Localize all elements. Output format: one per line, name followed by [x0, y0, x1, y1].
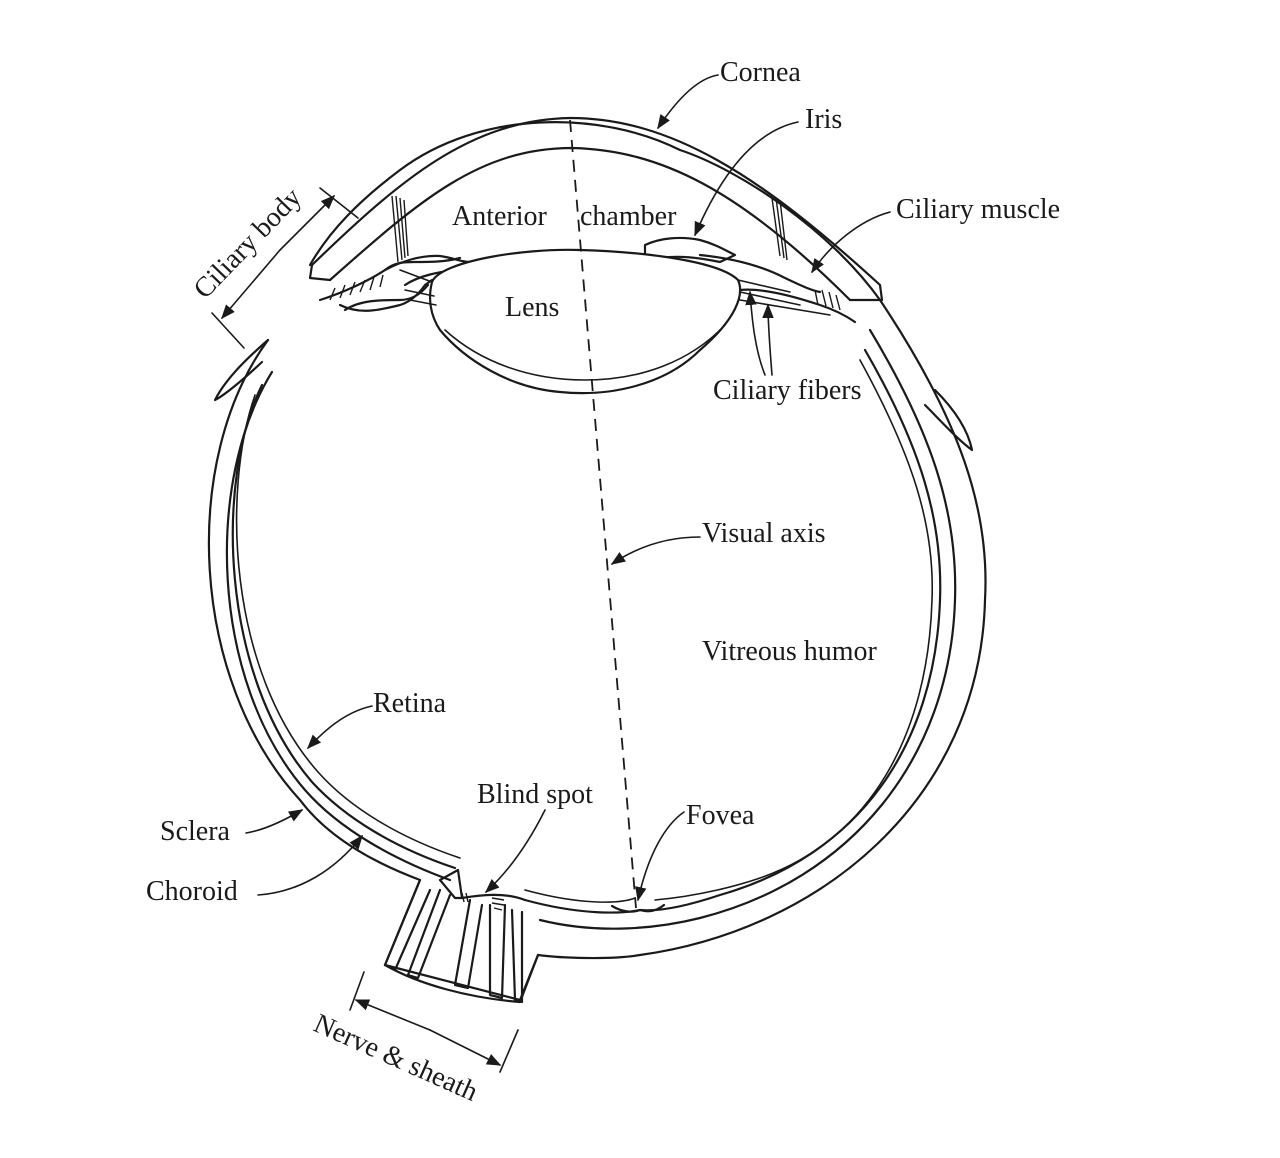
- ciliary-body-right: [698, 253, 857, 324]
- limbus-left: [308, 263, 332, 282]
- label-chamber: chamber: [580, 201, 677, 232]
- ciliary-body-dimension: [211, 187, 359, 349]
- visual-axis-line: [569, 119, 637, 909]
- iris-leader: [694, 121, 799, 237]
- label-retina: Retina: [373, 688, 447, 719]
- lens: [429, 248, 742, 395]
- retina-leader: [307, 705, 373, 750]
- label-vitreous-humor: Vitreous humor: [702, 636, 878, 667]
- visual-axis-leader: [610, 536, 701, 565]
- cornea-leader: [657, 74, 719, 130]
- iris-left: [383, 254, 472, 287]
- optic-nerve: [383, 868, 540, 1004]
- label-cornea: Cornea: [720, 57, 801, 88]
- cornea-outer: [310, 116, 884, 302]
- choroid-leader: [257, 834, 363, 896]
- label-anterior: Anterior: [452, 201, 548, 232]
- retina-inner-line: [235, 359, 934, 903]
- conjunctiva-right: [923, 388, 974, 452]
- sclera-leader: [245, 809, 304, 834]
- iris-right: [643, 236, 737, 264]
- label-fovea: Fovea: [686, 800, 755, 831]
- label-sclera: Sclera: [160, 816, 231, 847]
- fovea-pit: [610, 903, 666, 913]
- label-ciliary-body: Ciliary body: [188, 182, 308, 305]
- ciliary-process-left: [338, 278, 434, 312]
- label-lens: Lens: [505, 292, 559, 323]
- conjunctiva-left: [213, 338, 270, 402]
- retina-line: [231, 348, 942, 914]
- label-iris: Iris: [805, 104, 842, 135]
- label-choroid: Choroid: [146, 876, 238, 907]
- ciliary-muscle-leader: [811, 211, 891, 274]
- ciliary-hatch-left: [329, 195, 409, 301]
- ciliary-fibers-left: [399, 269, 437, 306]
- label-visual-axis: Visual axis: [702, 518, 826, 549]
- ciliary-hatch-right: [771, 197, 841, 311]
- label-ciliary-muscle: Ciliary muscle: [896, 194, 1060, 225]
- ciliary-fibers-leader-2: [762, 303, 774, 376]
- fovea-leader: [635, 811, 685, 902]
- sclera-outer: [207, 121, 987, 1002]
- ciliary-fibers-leader-1: [745, 290, 766, 376]
- label-blind-spot: Blind spot: [477, 779, 593, 810]
- label-nerve-sheath: Nerve & sheath: [309, 1008, 482, 1108]
- choroid-line: [225, 328, 957, 930]
- lens-inner-curve: [444, 324, 726, 381]
- nerve-sheath-dimension: [349, 971, 519, 1073]
- blind-spot-leader: [484, 809, 546, 893]
- label-ciliary-fibers: Ciliary fibers: [713, 375, 862, 406]
